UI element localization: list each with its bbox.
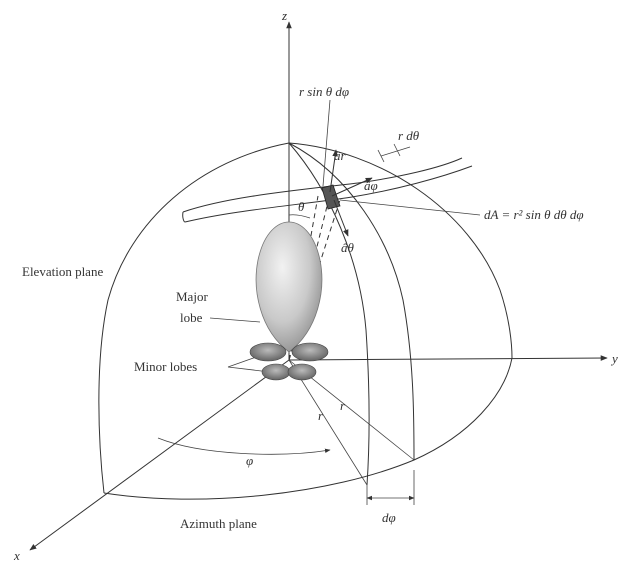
y-axis-label: y [610, 351, 618, 366]
major-lobe-label-line1: Major [176, 289, 208, 304]
latitude-arc-1 [182, 157, 463, 213]
a-phi-label: âφ [364, 178, 378, 193]
dphi-label: dφ [382, 510, 396, 525]
a-r-vector [329, 149, 338, 193]
differential-area-patch [321, 184, 341, 210]
r-sin-theta-dphi-label: r sin θ dφ [299, 84, 349, 99]
elevation-plane-arc [98, 142, 290, 494]
azimuth-plane-label: Azimuth plane [180, 516, 257, 531]
leader-major-lobe [209, 317, 261, 323]
leader-r-sin-theta-dphi [322, 99, 331, 187]
dA-label: dA = r² sin θ dθ dφ [484, 207, 584, 222]
major-lobe [255, 221, 323, 353]
z-axis-label: z [281, 8, 287, 23]
meridian-arc-2 [288, 142, 415, 461]
r-label-1: r [318, 408, 324, 423]
x-axis-label: x [13, 548, 20, 562]
a-theta-vector [333, 199, 349, 237]
minor-lobe-bottom-left [261, 363, 291, 381]
r-dtheta-tick-2 [393, 143, 401, 157]
phi-arc [157, 437, 331, 455]
radial-line-1 [288, 359, 368, 486]
azimuth-plane-arc [103, 357, 513, 500]
r-dtheta-arrow [380, 146, 411, 157]
meridian-arc-1 [288, 142, 370, 486]
elevation-plane-label: Elevation plane [22, 264, 103, 279]
phi-label: φ [246, 453, 253, 468]
theta-arc [288, 214, 311, 219]
a-phi-vector [331, 177, 373, 197]
minor-lobe-bottom-right [287, 363, 317, 381]
right-sphere-arc [288, 142, 513, 359]
y-axis [288, 355, 608, 361]
minor-lobe-left [249, 342, 287, 362]
major-lobe-label-line2: lobe [180, 310, 203, 325]
x-axis [29, 359, 290, 551]
leader-dA [339, 199, 481, 216]
theta-label: θ [298, 199, 305, 214]
minor-lobes-label: Minor lobes [134, 359, 197, 374]
r-label-2: r [340, 398, 346, 413]
latitude-arc-left [182, 211, 186, 223]
a-r-label: âr [334, 148, 347, 163]
minor-lobe-right [291, 342, 329, 362]
latitude-arc-2 [184, 165, 473, 223]
r-dtheta-label: r dθ [398, 128, 420, 143]
a-theta-label: âθ [341, 240, 355, 255]
